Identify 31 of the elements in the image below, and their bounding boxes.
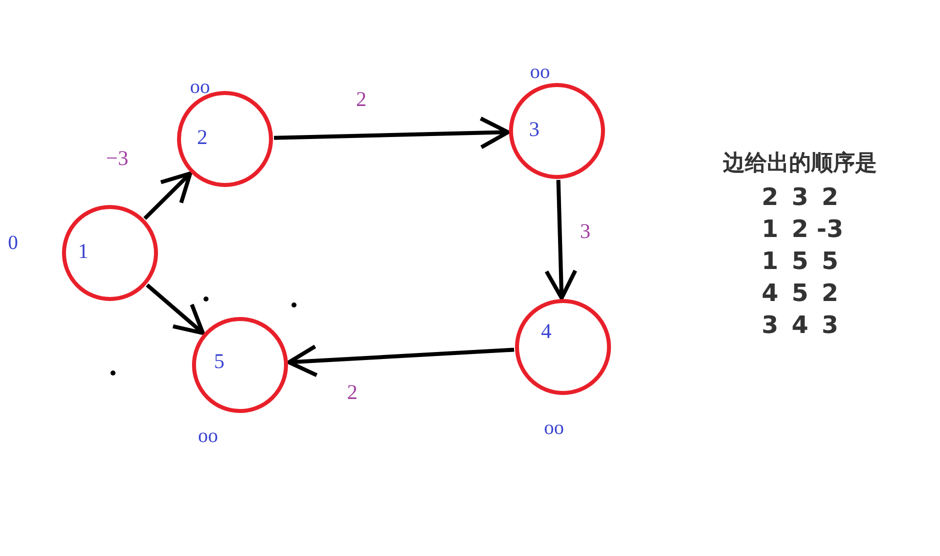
table-cell-text: 2 xyxy=(820,278,840,308)
table-cell-text: 4 xyxy=(760,278,780,308)
distance-label: oo xyxy=(190,77,210,97)
distance-label: oo xyxy=(544,418,564,438)
table-cell-text: 5 xyxy=(790,246,810,276)
table-cell-text: -3 xyxy=(816,214,844,244)
table-cell-text: 3 xyxy=(790,182,810,212)
arrow xyxy=(143,172,192,220)
table-cell-text: 1 xyxy=(760,214,780,244)
table-cell-text: 5 xyxy=(820,246,840,276)
distance-label: oo xyxy=(530,62,550,82)
arrow xyxy=(286,344,514,378)
arrow xyxy=(544,180,578,300)
distance-label: 0 xyxy=(8,233,18,253)
vertex-number: 1 xyxy=(78,241,88,262)
table-cell-text: 3 xyxy=(760,310,780,340)
vertex-number: 2 xyxy=(197,127,208,148)
vertex-number: 3 xyxy=(529,119,540,140)
table-cell-text: 2 xyxy=(820,182,840,212)
arrow xyxy=(146,283,205,335)
table-cell-text: 5 xyxy=(790,278,810,308)
table-cell-text: 2 xyxy=(790,214,810,244)
vertex-number: 4 xyxy=(541,321,552,342)
arrow xyxy=(274,116,510,150)
table-heading: 边给出的顺序是 xyxy=(723,150,877,178)
table-cell-text: 4 xyxy=(790,310,810,340)
table-cell-text: 1 xyxy=(760,246,780,276)
distance-label: oo xyxy=(198,426,218,446)
table-cell-text: 2 xyxy=(760,182,780,212)
vertex-number: 5 xyxy=(214,351,224,372)
table-cell-text: 3 xyxy=(820,310,840,340)
